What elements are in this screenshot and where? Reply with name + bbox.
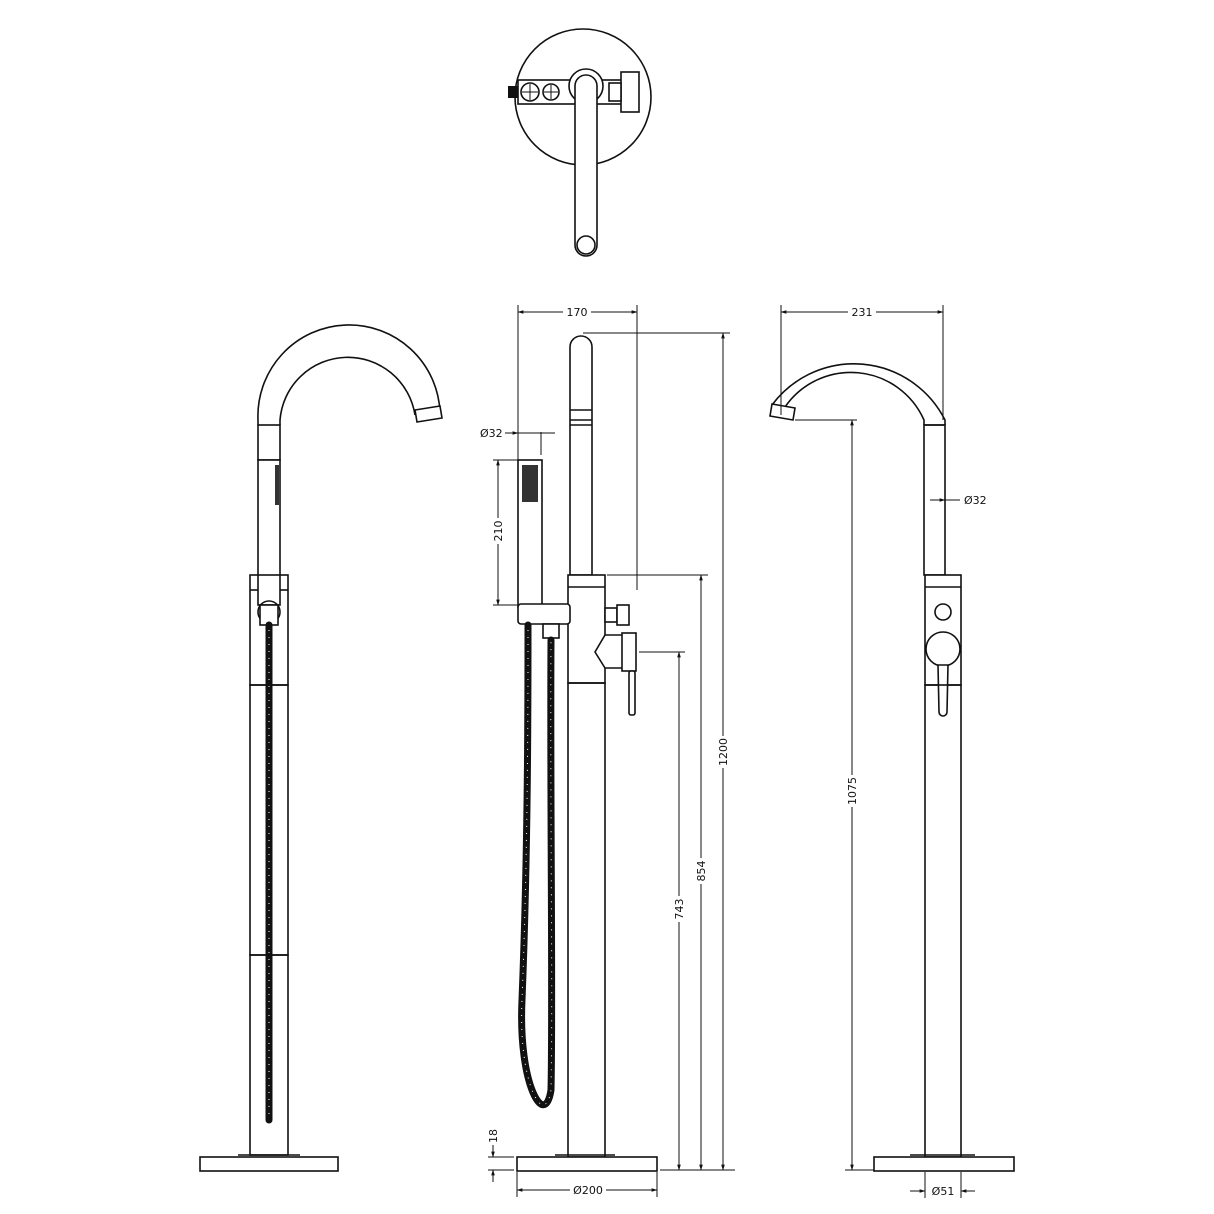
side-view-left <box>199 324 443 1172</box>
dim-spout-outlet-height: 1075 <box>846 777 859 805</box>
dim-lever-height: 743 <box>673 899 686 920</box>
screw-icon <box>542 83 560 101</box>
dimensions: 170 231 Ø32 210 1200 854 743 <box>480 304 987 1198</box>
spout-tube <box>569 335 593 576</box>
hose-connector <box>542 623 560 639</box>
dim-spout-depth: 170 <box>567 306 588 319</box>
lever-hub <box>925 631 961 667</box>
hose <box>518 621 556 1109</box>
side-view-right <box>769 363 1015 1172</box>
dim-spout-reach: 231 <box>852 306 873 319</box>
base-plate <box>516 1156 658 1172</box>
diverter-knob <box>616 604 630 626</box>
riser-pipe <box>924 684 962 1158</box>
lever-handle <box>937 664 949 717</box>
spout-outlet <box>769 403 796 421</box>
spout-outlet <box>414 405 443 423</box>
spout-arm <box>574 74 598 257</box>
dim-riser-diameter: Ø51 <box>932 1185 955 1198</box>
lever-handle <box>628 670 636 716</box>
lever-block <box>620 71 640 113</box>
dim-body-height: 854 <box>695 861 708 882</box>
front-view <box>516 335 658 1172</box>
screw-icon <box>520 82 540 102</box>
base-plate <box>873 1156 1015 1172</box>
dim-handset-length: 210 <box>492 521 505 542</box>
dim-base-thickness: 18 <box>487 1129 500 1143</box>
riser-pipe <box>567 682 606 1158</box>
dim-handset-diameter: Ø32 <box>480 427 503 440</box>
mixer-body <box>567 574 606 684</box>
handset-holder <box>517 603 571 625</box>
dim-overall-height: 1200 <box>717 738 730 766</box>
dim-body-diameter: Ø32 <box>964 494 987 507</box>
base-plate <box>199 1156 339 1172</box>
diverter-knob <box>934 603 952 621</box>
dim-base-diameter: Ø200 <box>573 1184 603 1197</box>
top-view <box>508 28 652 257</box>
